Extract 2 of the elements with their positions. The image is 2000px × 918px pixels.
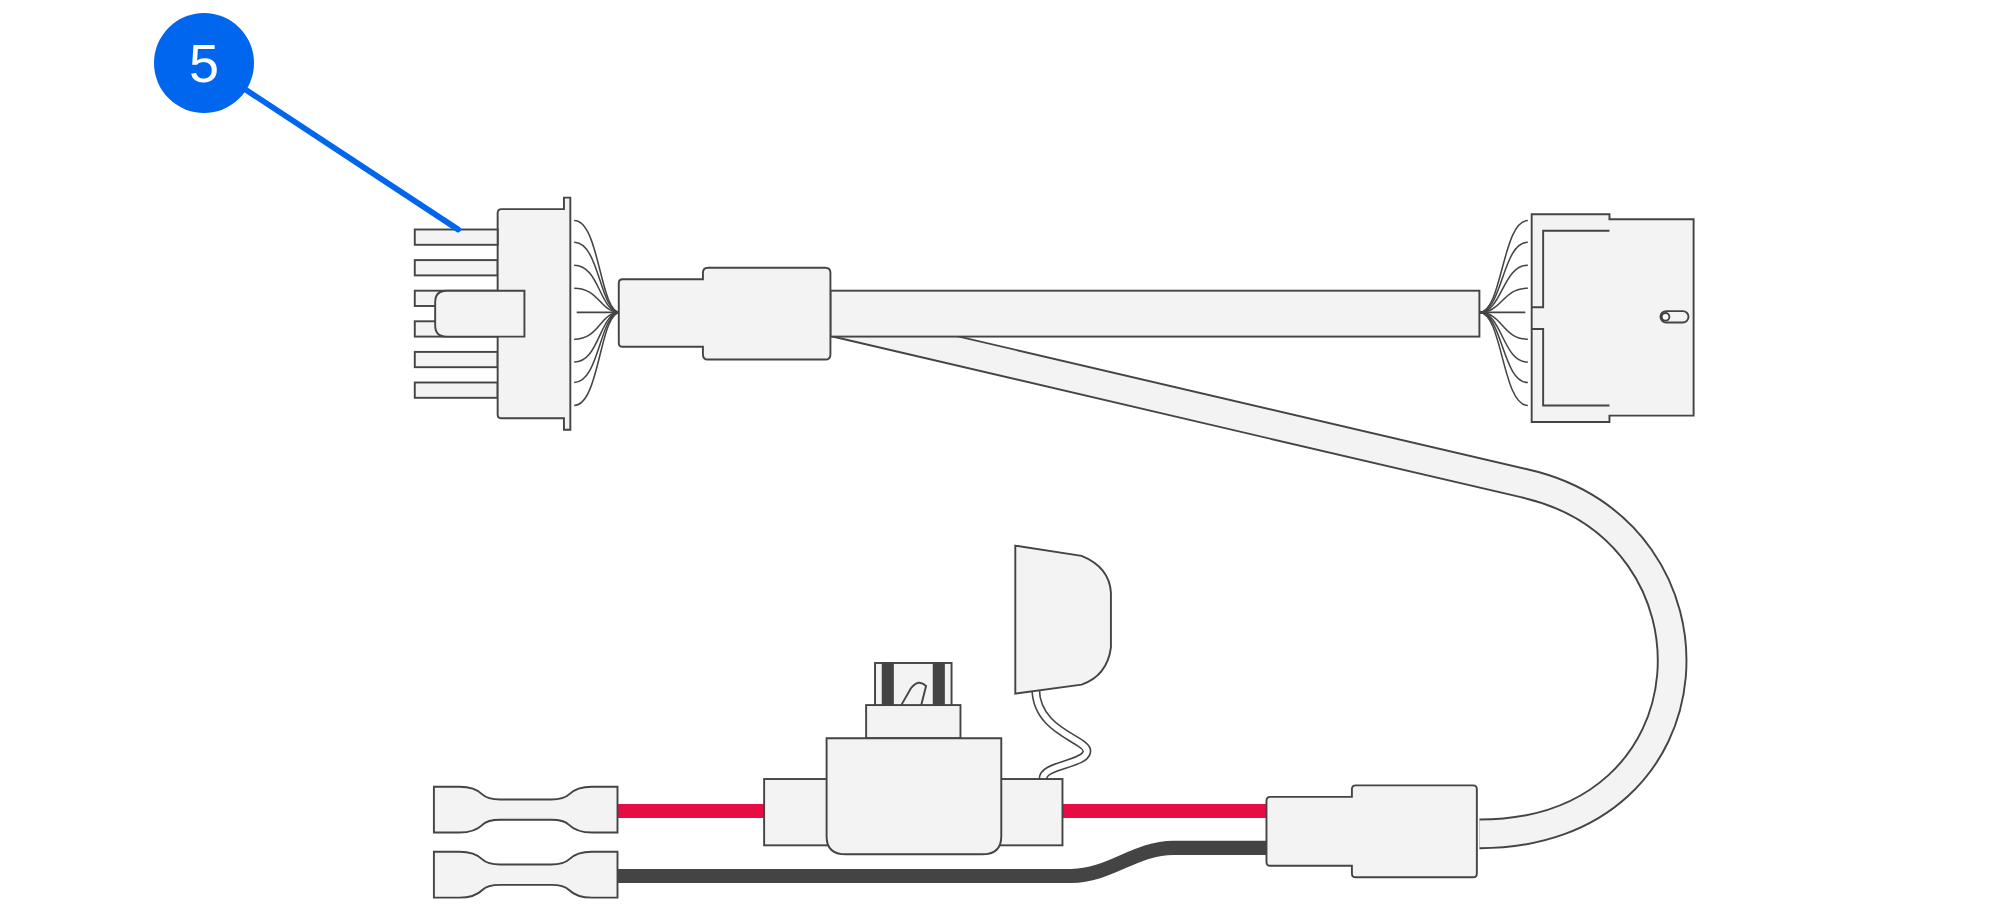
callout-number: 5 xyxy=(154,12,255,113)
connector-pin xyxy=(413,228,499,246)
